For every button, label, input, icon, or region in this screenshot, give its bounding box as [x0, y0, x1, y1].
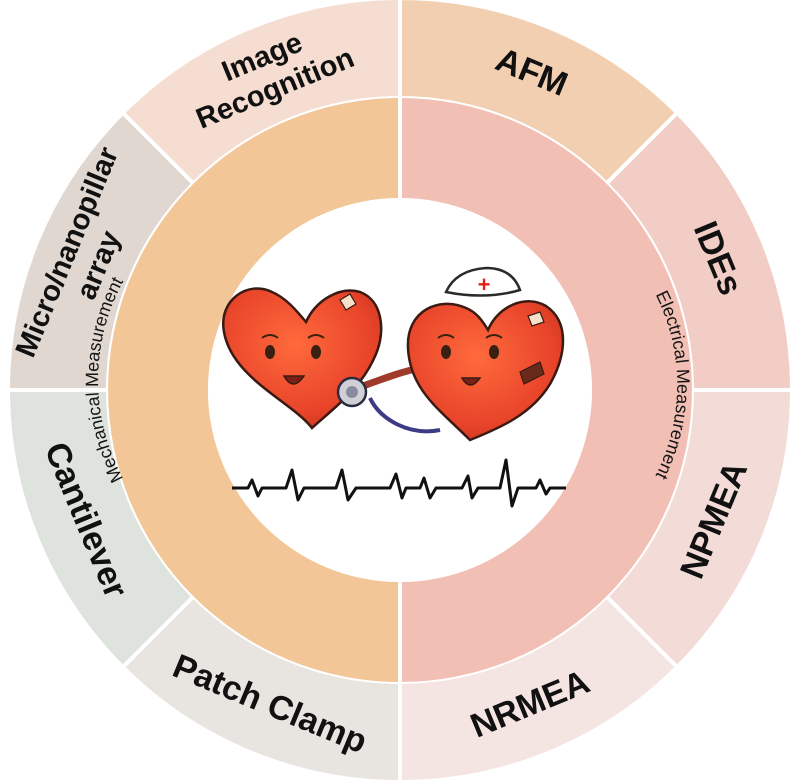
segment-image-recognition [119, 0, 402, 187]
outer-ring [5, 0, 795, 781]
nurse-cap-cross: + [478, 272, 491, 297]
nurse-cap-icon: + [444, 266, 522, 297]
ecg-line [232, 458, 566, 508]
inner-half-electrical [400, 98, 692, 682]
inner-ring [108, 0, 692, 781]
right-heart-icon [406, 300, 565, 442]
center-illustration: + [221, 266, 566, 508]
inner-half-mechanical [108, 98, 400, 682]
segment-nrmea [398, 593, 681, 781]
